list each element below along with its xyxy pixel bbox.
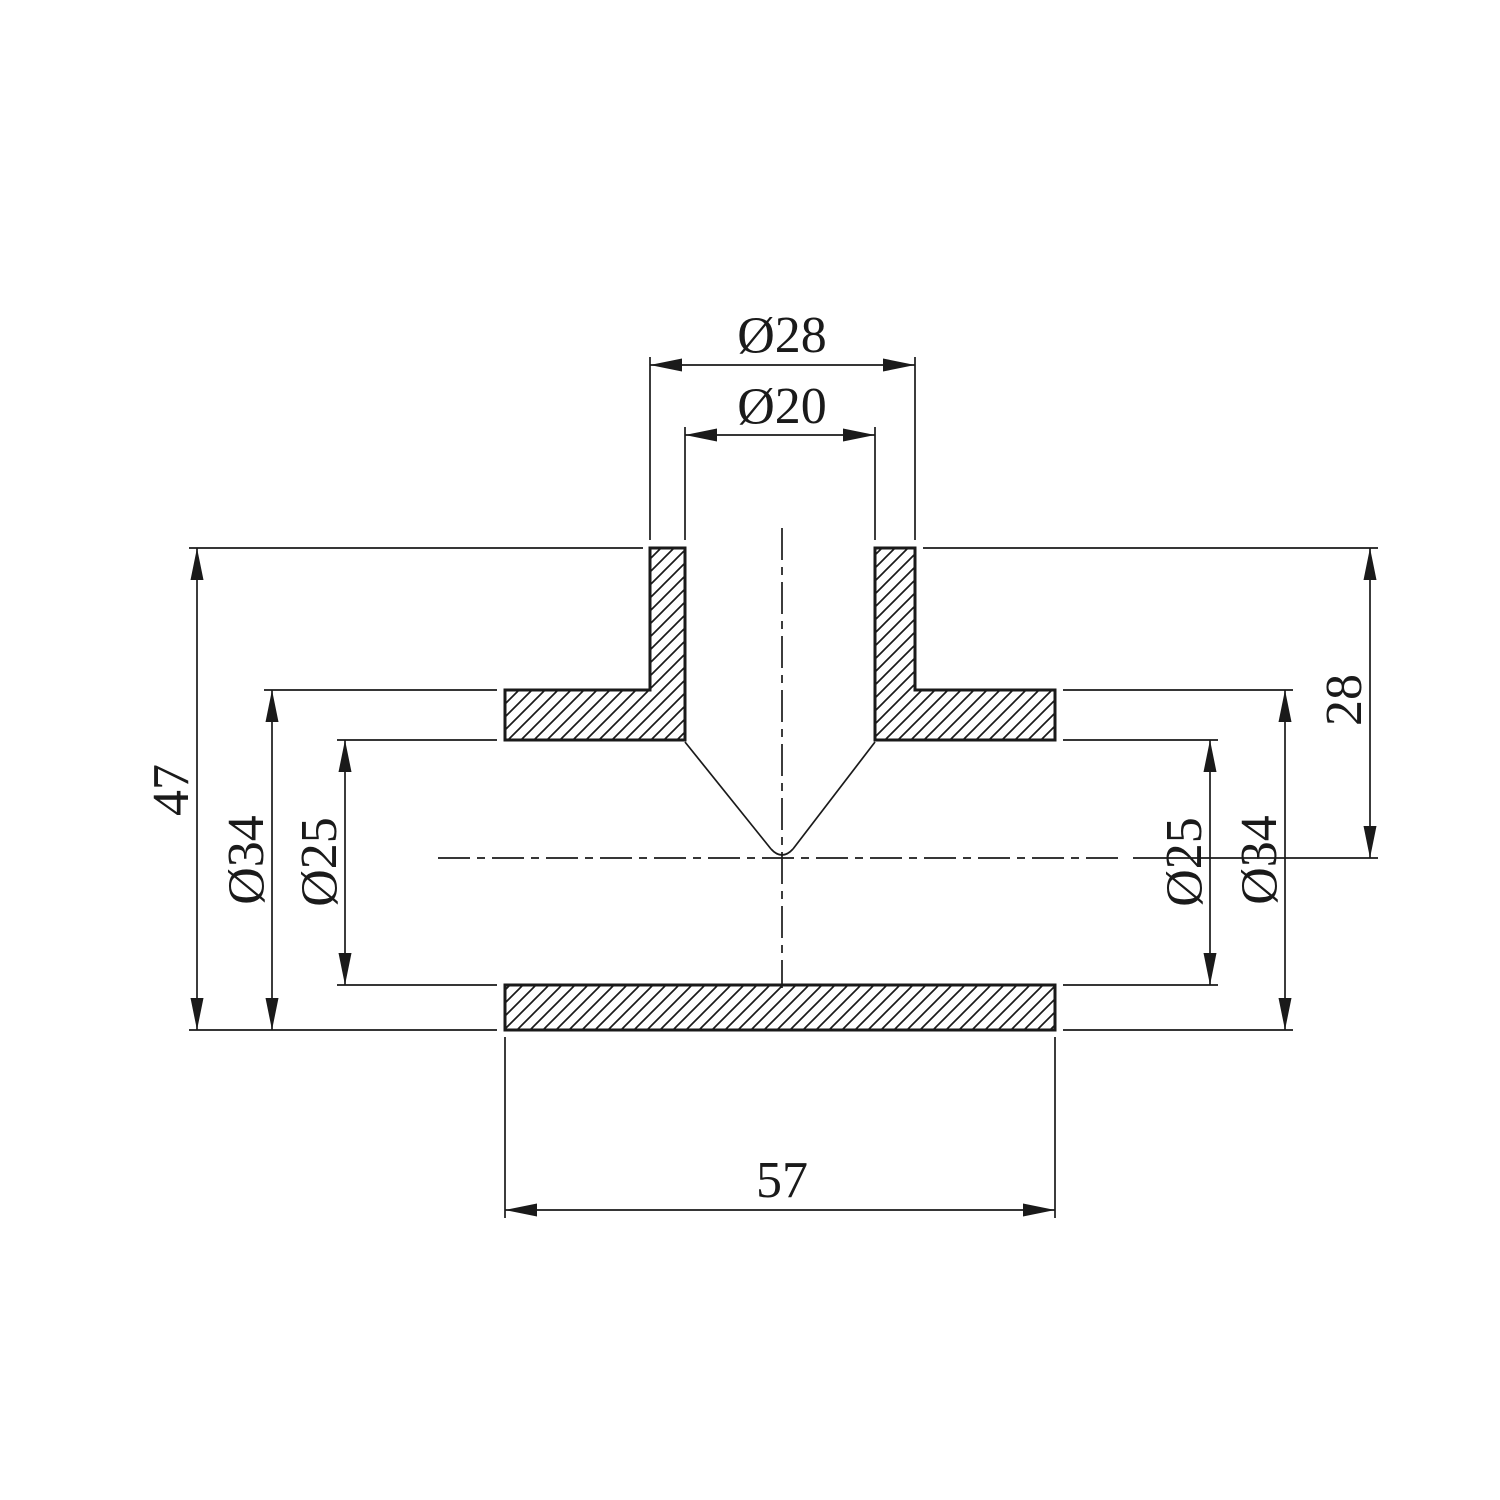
label-branch-height: 28 (1316, 674, 1373, 726)
dim-arrow (190, 998, 204, 1030)
dim-arrow (338, 953, 352, 985)
dim-arrow (1363, 548, 1377, 580)
label-top-outer-diameter: Ø28 (737, 307, 827, 364)
dim-arrow (1203, 953, 1217, 985)
label-right-inner-diameter: Ø25 (1156, 817, 1213, 907)
part-section (503, 546, 1057, 1032)
label-body-length: 57 (756, 1152, 808, 1209)
dim-arrow (650, 358, 682, 372)
dimension-labels: Ø28 Ø20 47 Ø34 Ø25 28 Ø25 Ø34 57 (143, 307, 1373, 1209)
label-right-outer-diameter: Ø34 (1231, 815, 1288, 905)
dim-arrow (265, 998, 279, 1030)
label-left-outer-diameter: Ø34 (218, 815, 275, 905)
label-overall-height: 47 (143, 764, 200, 816)
dim-arrow (883, 358, 915, 372)
dim-arrow (265, 690, 279, 722)
bottom-wall-section (503, 983, 1057, 1032)
dim-arrow (1278, 690, 1292, 722)
label-left-inner-diameter: Ø25 (291, 817, 348, 907)
branch-right-wall-section (873, 546, 1057, 742)
dim-arrow (338, 740, 352, 772)
label-top-inner-diameter: Ø20 (737, 378, 827, 435)
dim-arrow (1023, 1203, 1055, 1217)
extension-lines (189, 357, 1378, 1218)
dim-arrow (1278, 998, 1292, 1030)
dim-arrow (1363, 826, 1377, 858)
branch-left-wall-section (503, 546, 687, 742)
dim-arrow (190, 548, 204, 580)
dim-arrow (685, 428, 717, 442)
centerlines (438, 528, 1125, 988)
dim-arrow (843, 428, 875, 442)
dimension-lines (190, 358, 1377, 1217)
cone-edge-left (684, 741, 772, 850)
dim-arrow (1203, 740, 1217, 772)
cone-edge-right (792, 741, 876, 850)
dim-arrow (505, 1203, 537, 1217)
